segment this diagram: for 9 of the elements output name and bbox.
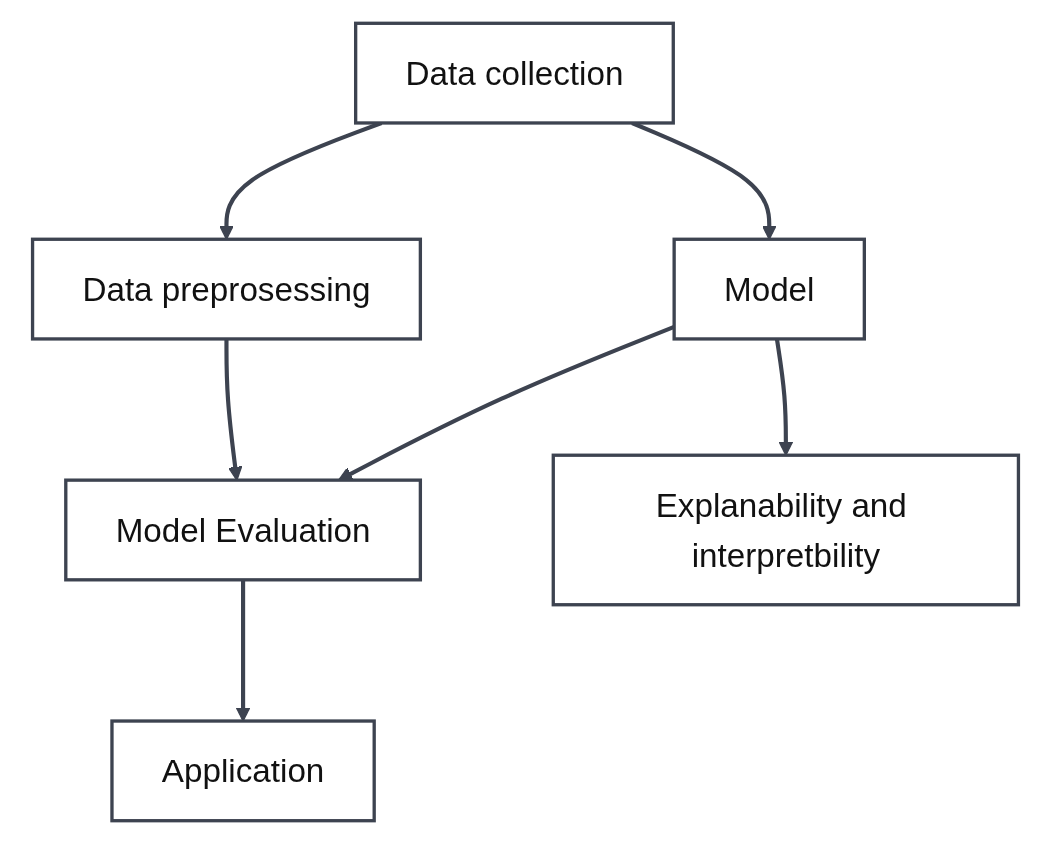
arrow (235, 579, 251, 722)
node-box: Explanability and interpretbility (551, 453, 1021, 607)
node-box: Model Evaluation (64, 478, 423, 582)
node-box: Application (110, 719, 376, 823)
arrow (774, 338, 794, 456)
node-box: Model (672, 237, 866, 341)
node-box: Data collection (354, 21, 675, 125)
node-box: Data preprosessing (30, 237, 423, 341)
arrow (224, 338, 243, 481)
